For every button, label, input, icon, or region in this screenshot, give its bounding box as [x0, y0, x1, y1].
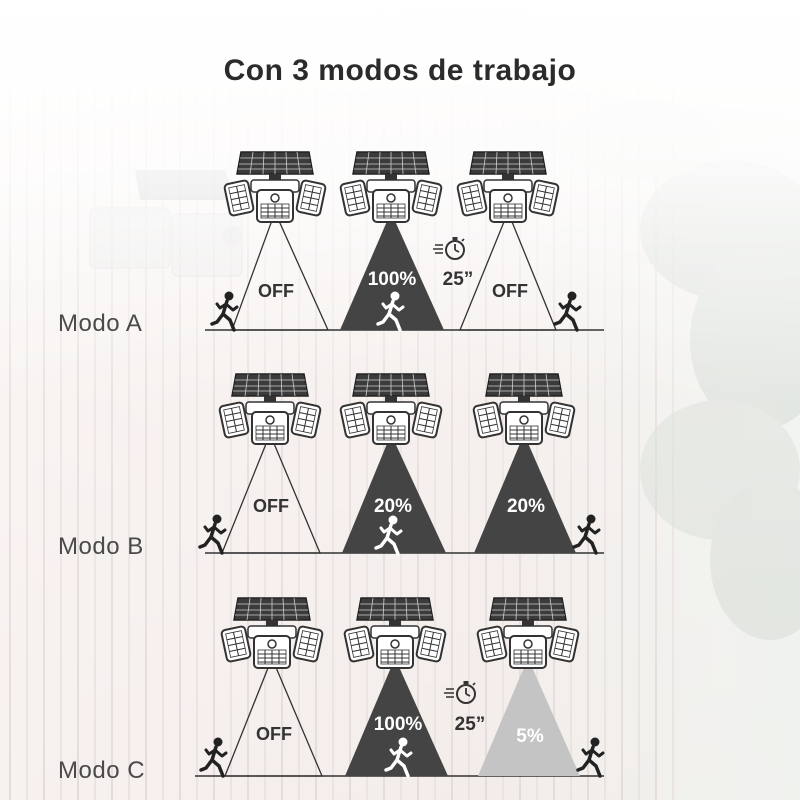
solar-lamp-icon: [455, 151, 561, 223]
solar-lamp-icon: [475, 597, 581, 669]
mode-b-row: OFF 20% 20%: [198, 373, 604, 556]
light-beam-on: [345, 658, 448, 776]
lamp-state-label: OFF: [256, 724, 292, 744]
solar-lamp-icon: [222, 151, 328, 223]
light-beam-on: [340, 212, 444, 330]
lamp-state-label: 5%: [516, 726, 544, 747]
stopwatch-icon: [443, 680, 476, 704]
timer-label: 25”: [455, 714, 486, 735]
running-person-icon: [576, 736, 605, 778]
light-beam-dim: [478, 658, 580, 776]
lamp-1: OFF: [217, 373, 323, 554]
lamp-2: 100%: [338, 151, 444, 332]
lamp-1: OFF: [222, 151, 330, 331]
running-person-icon: [199, 736, 228, 778]
lamp-2: 100%: [342, 597, 448, 778]
light-beam-off: [231, 210, 330, 331]
light-beam-off: [224, 656, 323, 777]
solar-lamp-icon: [217, 373, 323, 445]
lamp-1: OFF: [219, 597, 325, 777]
light-beam-on: [342, 434, 446, 553]
running-person-icon: [198, 513, 227, 555]
lamp-state-label: OFF: [253, 496, 289, 516]
running-person-icon: [210, 290, 239, 332]
solar-lamp-icon: [342, 597, 448, 669]
lamp-3: OFF: [455, 151, 561, 331]
mode-c-row: OFF 100% 5% 25”: [195, 597, 605, 778]
solar-lamp-icon: [338, 373, 444, 445]
lamp-state-label: 100%: [374, 714, 423, 735]
light-beam-off: [221, 432, 321, 554]
mode-b-label: Modo B: [58, 533, 144, 560]
mode-c-label: Modo C: [58, 757, 146, 784]
lamp-3: 5%: [475, 597, 581, 776]
solar-lamp-icon: [219, 597, 325, 669]
page-title: Con 3 modos de trabajo: [223, 54, 577, 87]
mode-a-label: Modo A: [58, 310, 143, 337]
timer-label: 25”: [443, 269, 474, 290]
mode-a-row: OFF 100% OFF 25”: [205, 151, 604, 332]
lamp-2: 20%: [338, 373, 446, 556]
light-beam-on: [474, 434, 576, 553]
lamp-3: 20%: [471, 373, 577, 553]
lamp-state-label: 20%: [374, 496, 412, 517]
solar-lamp-icon: [471, 373, 577, 445]
lamp-state-label: 20%: [507, 496, 545, 517]
stopwatch-icon: [432, 236, 465, 260]
lamp-state-label: OFF: [258, 281, 294, 301]
running-person-icon: [572, 513, 601, 555]
lamp-state-label: 100%: [368, 269, 417, 290]
running-person-icon: [553, 290, 582, 332]
lamp-state-label: OFF: [492, 281, 528, 301]
light-beam-off: [459, 210, 557, 331]
solar-lamp-icon: [338, 151, 444, 223]
